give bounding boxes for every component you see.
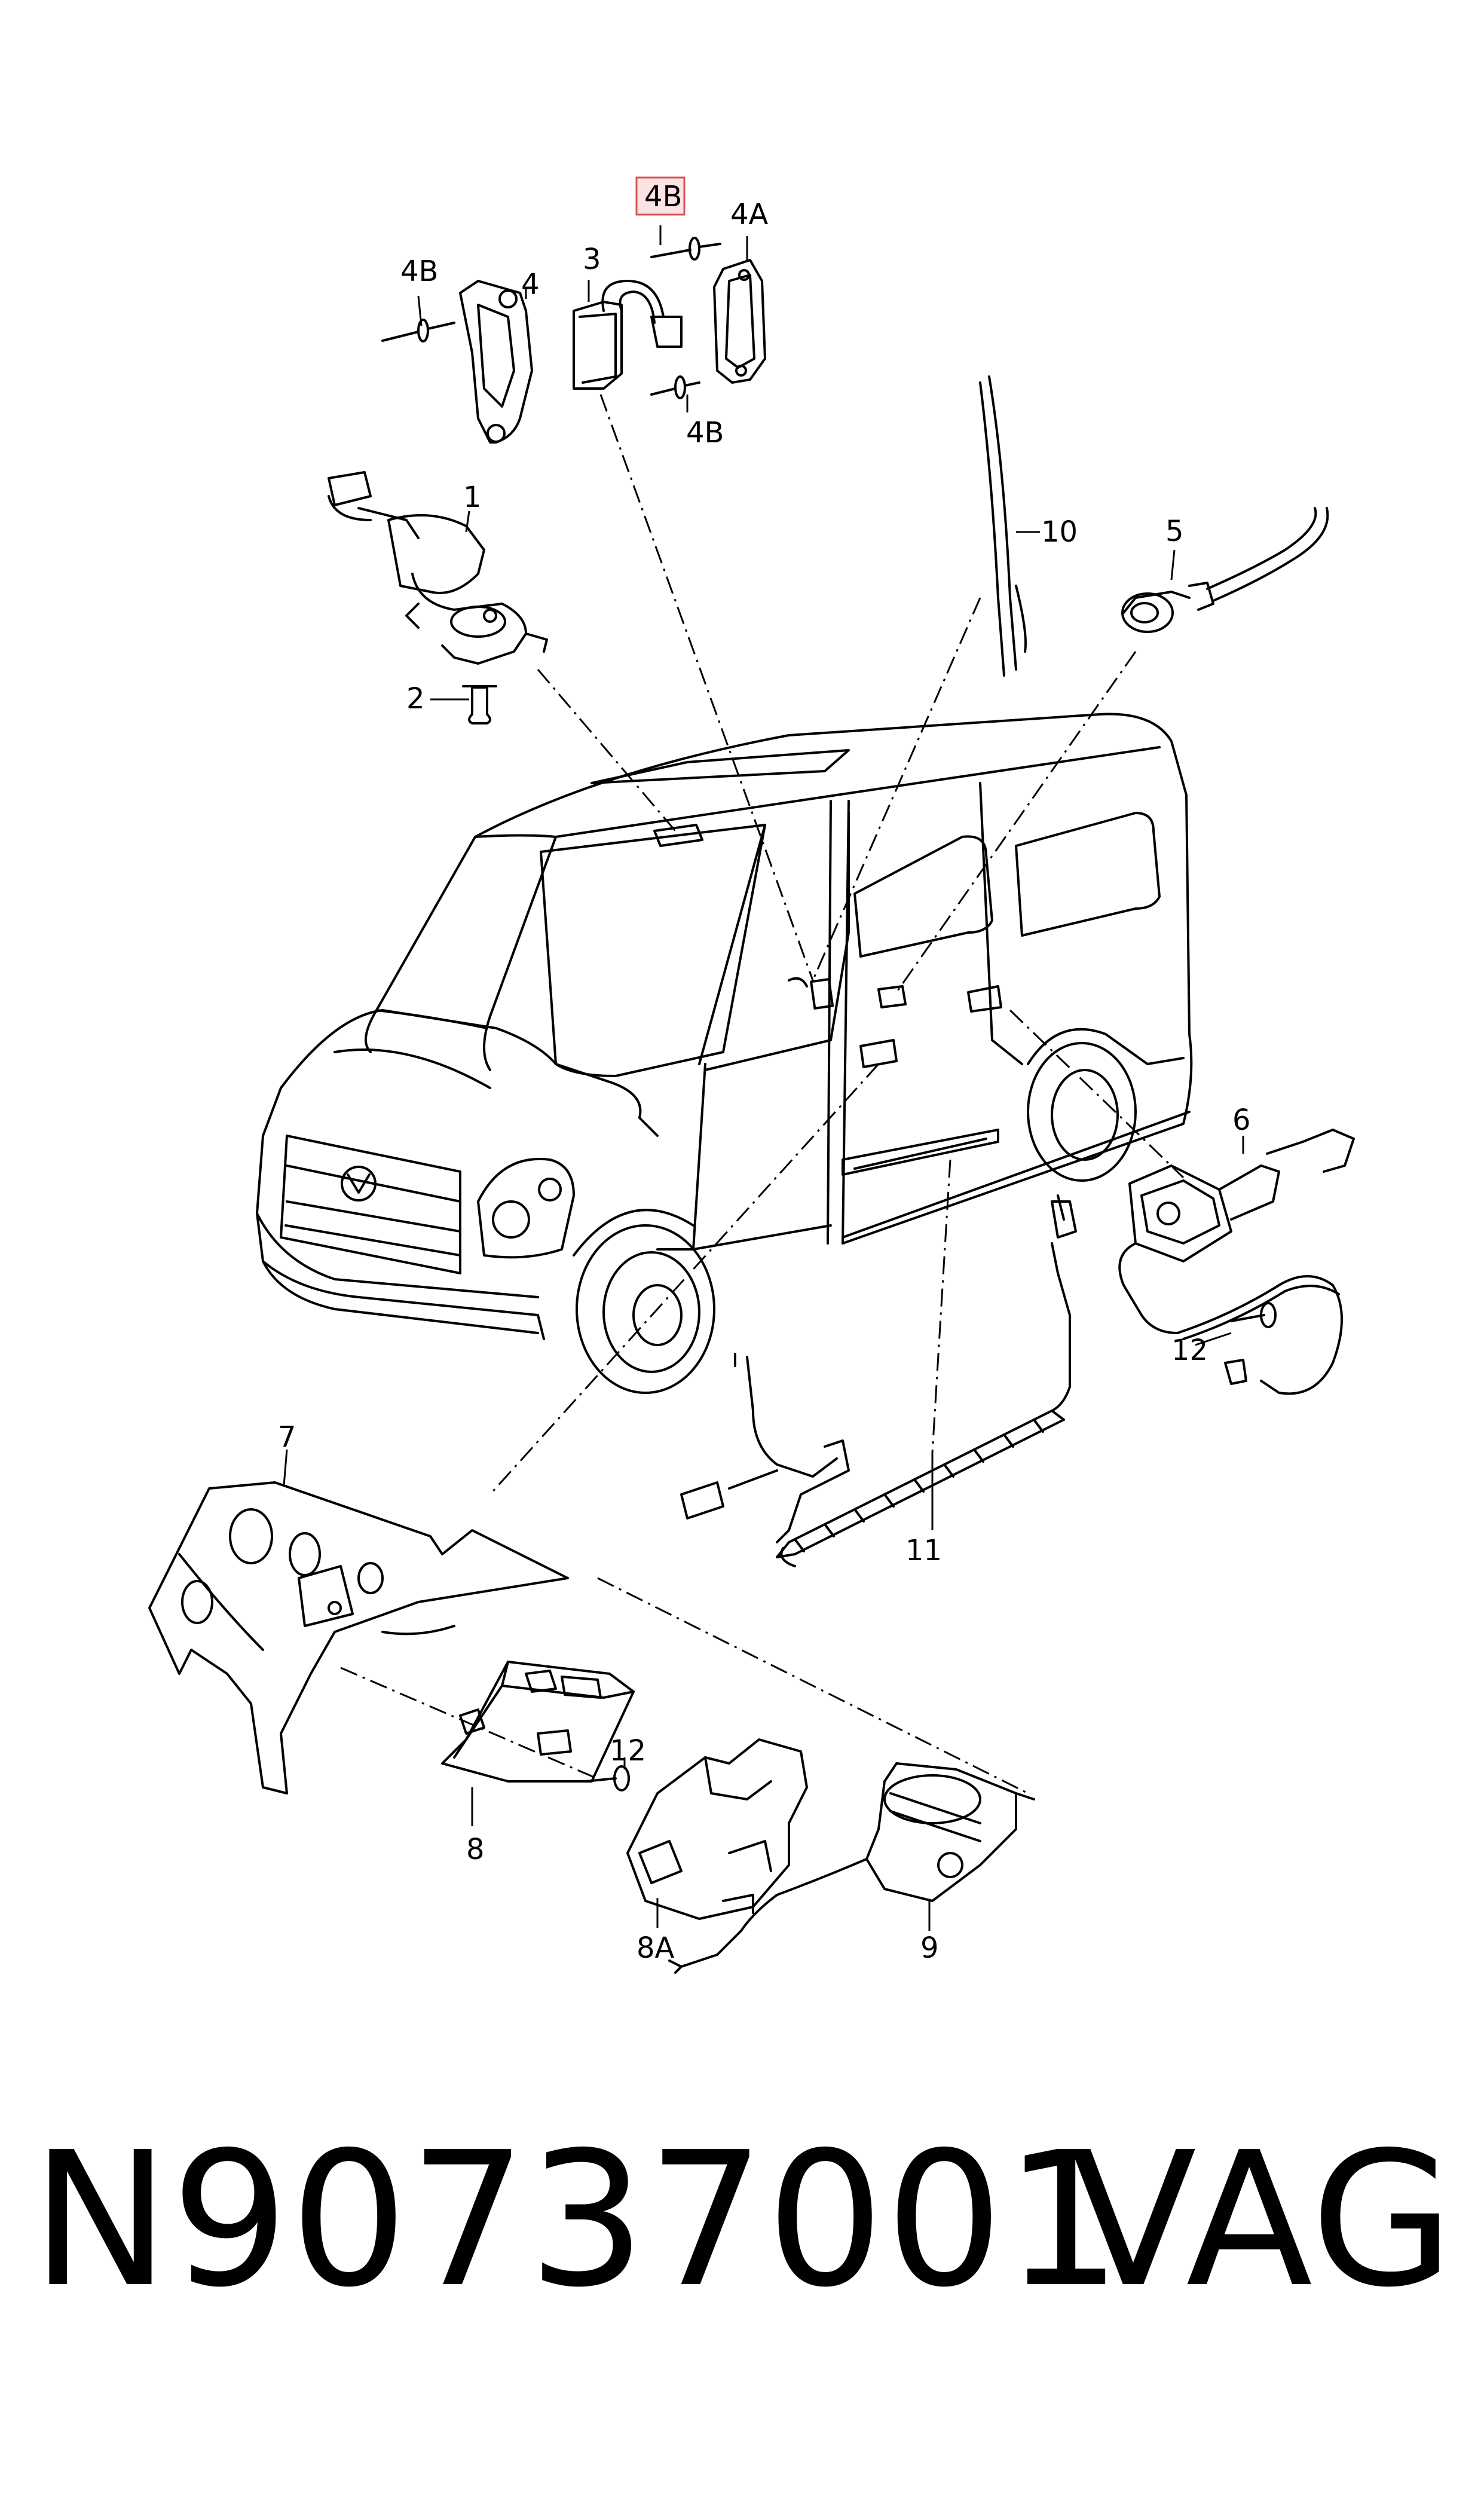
callout-11: 11: [905, 1534, 942, 1567]
leader-lines: [340, 394, 1185, 1794]
callout-2: 2: [406, 682, 425, 716]
callout-4a: 4A: [730, 198, 769, 231]
callout-4b-left: 4B: [400, 255, 438, 288]
part-11-rail: [680, 1194, 1077, 1567]
part-7-panel: [148, 1481, 569, 1794]
callout-6: 6: [1232, 1103, 1251, 1137]
callout-4b-bottom: 4B: [686, 416, 724, 450]
callout-7: 7: [278, 1420, 296, 1454]
part-6-actuator: [1118, 1129, 1355, 1395]
part-8a-cover: [626, 1738, 808, 1920]
part-number: N90737001: [31, 2113, 1124, 2328]
callout-12-lower: 12: [610, 1734, 646, 1768]
callout-4b-top: 4B: [644, 180, 682, 213]
van-illustration: [256, 713, 1193, 1394]
callout-5: 5: [1165, 515, 1184, 548]
part-4b-rivets: [381, 237, 721, 399]
callout-12-right: 12: [1171, 1334, 1208, 1367]
highlight-box: [635, 176, 686, 216]
brand-label: VAG: [1070, 2113, 1456, 2328]
part-2-screw: [462, 685, 497, 724]
callout-9: 9: [920, 1931, 939, 1965]
part-1-motor: [328, 471, 548, 665]
part-4-bracket: [459, 280, 533, 444]
part-5-socket: [1121, 507, 1329, 633]
callout-labels: 4B 4A 3 4B 4 4B 1 10 5 2 6 12 7 11 12 8 …: [278, 180, 1251, 1965]
part-9-lock-motor: [668, 1762, 1035, 1974]
callout-8: 8: [466, 1833, 485, 1866]
part-8-control-unit: [441, 1661, 635, 1783]
callout-3: 3: [583, 243, 601, 276]
callout-4: 4: [521, 268, 540, 301]
mount-markers: [653, 824, 1002, 1068]
part-3-module: [573, 280, 683, 390]
callout-8a: 8A: [637, 1931, 675, 1965]
callout-1: 1: [463, 481, 482, 514]
part-4a-gasket: [713, 259, 766, 384]
callout-10: 10: [1041, 515, 1078, 549]
part-10-strip: [979, 375, 1027, 677]
callout-leaders: [283, 225, 1244, 1931]
